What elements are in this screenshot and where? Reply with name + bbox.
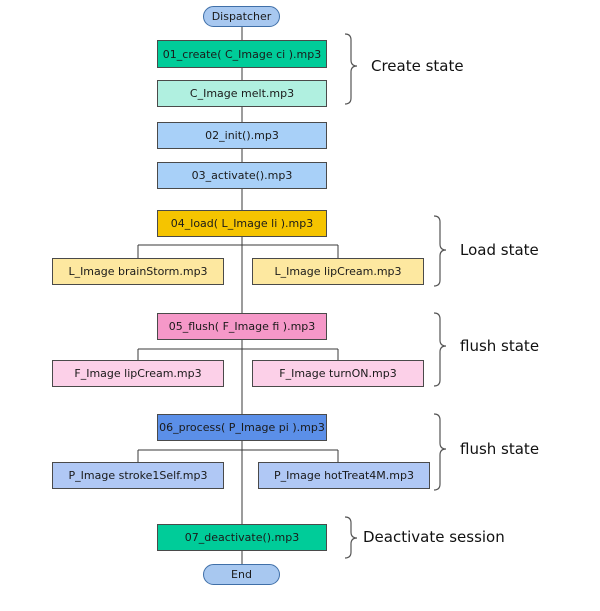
stroke-node[interactable]: P_Image stroke1Self.mp3 [52,462,224,489]
dispatcher-node[interactable]: Dispatcher [203,6,280,27]
create-state-label: Create state [371,57,464,75]
load-node[interactable]: 04_load( L_Image li ).mp3 [157,210,327,237]
load-state-brace [433,215,447,287]
flush-node[interactable]: 05_flush( F_Image fi ).mp3 [157,313,327,340]
deactivate-state-label: Deactivate session [363,528,505,546]
process-state-brace [433,413,447,491]
end-node[interactable]: End [203,564,280,585]
deactivate-state-brace [344,516,358,559]
melt-node[interactable]: C_Image melt.mp3 [157,80,327,107]
lipcream-f-node[interactable]: F_Image lipCream.mp3 [52,360,224,387]
turnon-node[interactable]: F_Image turnON.mp3 [252,360,424,387]
load-state-label: Load state [460,241,539,259]
flush-state-label: flush state [460,337,540,355]
create-state-brace [344,33,358,105]
process-state-label: flush state [460,440,540,458]
init-node[interactable]: 02_init().mp3 [157,122,327,149]
activate-node[interactable]: 03_activate().mp3 [157,162,327,189]
lipcream-l-node[interactable]: L_Image lipCream.mp3 [252,258,424,285]
hottreat-node[interactable]: P_Image hotTreat4M.mp3 [258,462,430,489]
flush-state-brace [433,312,447,387]
create-node[interactable]: 01_create( C_Image ci ).mp3 [157,40,327,68]
process-node[interactable]: 06_process( P_Image pi ).mp3 [157,414,327,441]
deactivate-node[interactable]: 07_deactivate().mp3 [157,524,327,551]
brainstorm-node[interactable]: L_Image brainStorm.mp3 [52,258,224,285]
